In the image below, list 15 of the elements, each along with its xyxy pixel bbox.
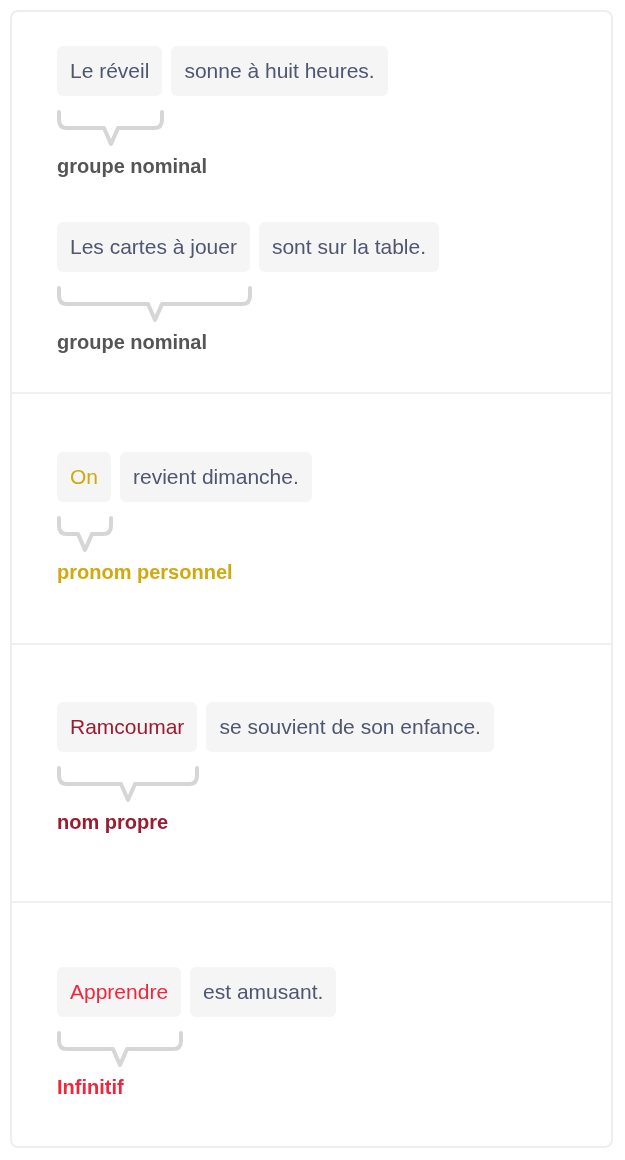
word-chip: sont sur la table. — [258, 222, 440, 272]
grammar-label: Infinitif — [57, 1075, 124, 1100]
word-chip: revient dimanche. — [120, 452, 312, 502]
word-chip: Les cartes à jouer — [57, 222, 250, 272]
word-chip: Le réveil — [57, 46, 163, 96]
grammar-label: nom propre — [57, 810, 169, 835]
word-chip: sonne à huit heures. — [171, 46, 388, 96]
grammar-label: pronom personnel — [57, 560, 233, 585]
word-chip: On — [57, 452, 111, 502]
word-chip: se souvient de son enfance. — [206, 702, 494, 752]
word-chip: est amusant. — [190, 967, 337, 1017]
word-chip: Apprendre — [57, 967, 182, 1017]
grammar-label: groupe nominal — [57, 330, 207, 355]
word-chip: Ramcoumar — [57, 702, 198, 752]
grammar-label: groupe nominal — [57, 154, 207, 179]
